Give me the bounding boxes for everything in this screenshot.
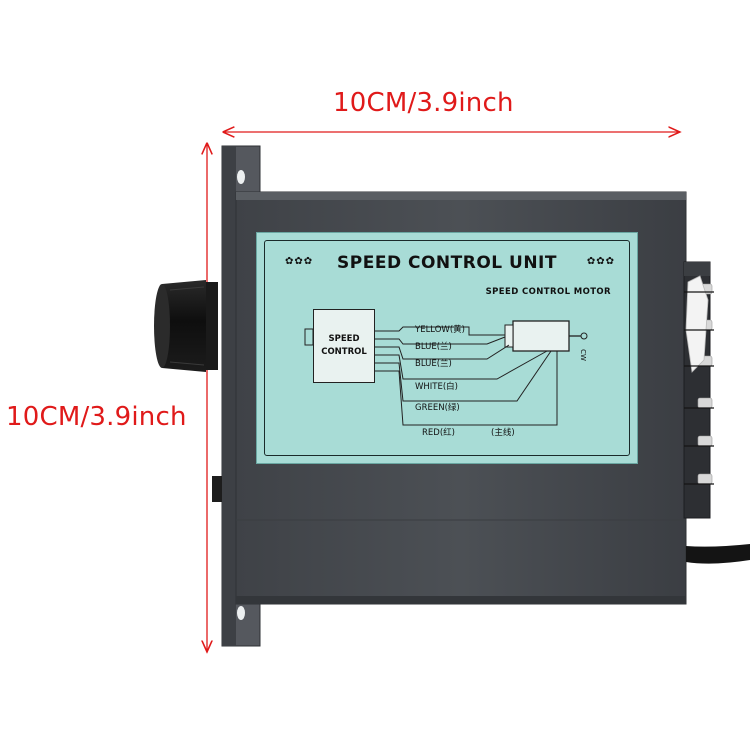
wire-label-yellow: YELLOW(黄) [415,325,465,335]
speed-knob [154,280,218,372]
motor-diagram [512,320,570,352]
motor-rotation-label: CW [578,349,587,361]
controller-diagram-box: SPEED CONTROL [313,309,375,383]
wire-label-white: WHITE(白) [415,382,458,392]
wire-label-blue-2: BLUE(兰) [415,359,452,369]
terminal-block [683,261,714,519]
power-cable [686,544,750,564]
width-dimension-label: 10CM/3.9inch [333,88,514,118]
panel-title: SPEED CONTROL UNIT [337,253,557,273]
star-ornament-left: ✿✿✿ [285,256,314,267]
height-dimension-label: 10CM/3.9inch [6,402,187,432]
wire-label-main: (主线) [491,428,515,438]
wire-label-blue-1: BLUE(兰) [415,342,452,352]
wire-label-green: GREEN(绿) [415,403,460,413]
wire-label-red: RED(红) [422,428,455,438]
wiring-diagram [304,320,588,426]
wiring-label-panel: ✿✿✿ SPEED CONTROL UNIT ✿✿✿ SPEED CONTROL… [256,232,638,464]
power-switch [212,476,222,502]
label-border [264,240,630,456]
controller-box-line1: SPEED [328,334,360,344]
star-ornament-right: ✿✿✿ [586,256,615,267]
controller-box-line2: CONTROL [321,347,367,357]
panel-subtitle: SPEED CONTROL MOTOR [485,287,611,297]
